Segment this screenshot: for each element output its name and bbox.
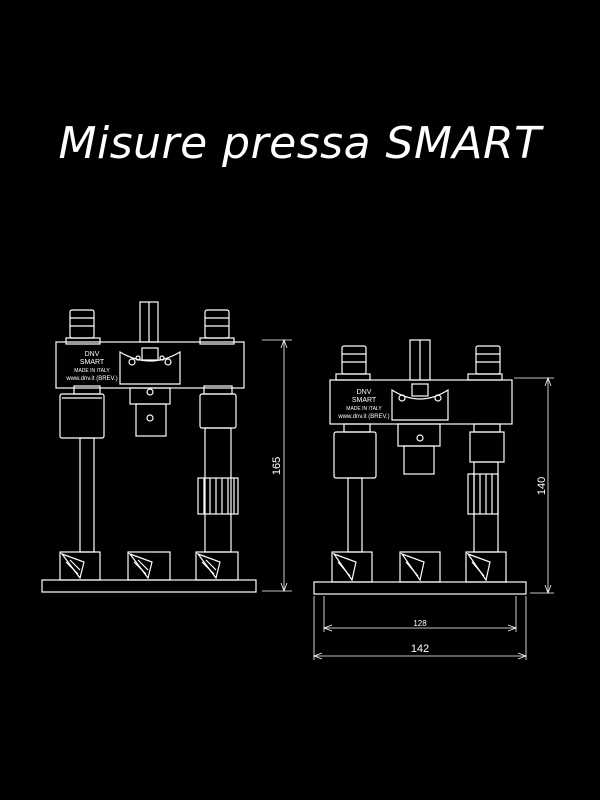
right-right-column — [467, 423, 505, 553]
right-press: DNV SMART MADE IN ITALY www.dnv.it (BREV… — [312, 339, 554, 660]
right-knobs — [335, 339, 503, 381]
right-origin-label: MADE IN ITALY — [346, 406, 382, 412]
right-base-plate — [313, 581, 527, 595]
left-brand-label: DNV — [85, 351, 100, 358]
right-site-label: www.dnv.it (BREV.) — [337, 414, 389, 420]
left-right-column — [197, 385, 239, 553]
right-inner-width-value: 128 — [413, 619, 427, 628]
right-piston — [397, 423, 441, 475]
left-base-plate — [41, 579, 257, 593]
left-model-label: SMART — [80, 359, 105, 366]
right-feet — [331, 551, 507, 583]
left-height-dimension — [262, 338, 292, 593]
right-height-dimension — [514, 376, 554, 595]
left-site-label: www.dnv.it (BREV.) — [65, 376, 117, 382]
left-knobs — [65, 301, 235, 345]
left-origin-label: MADE IN ITALY — [74, 368, 110, 374]
left-height-value: 165 — [271, 457, 283, 475]
right-outer-width-value: 142 — [411, 643, 429, 655]
right-left-column — [333, 423, 377, 553]
page-title: Misure pressa SMART — [58, 118, 542, 169]
right-height-value: 140 — [536, 477, 548, 495]
left-press: DNV SMART MADE IN ITALY www.dnv.it (BREV… — [41, 301, 292, 593]
right-brand-label: DNV — [357, 389, 372, 396]
right-model-label: SMART — [352, 397, 377, 404]
right-inner-width-dimension — [322, 596, 518, 632]
right-outer-width-dimension — [312, 596, 528, 660]
left-feet — [59, 551, 239, 581]
left-piston — [129, 387, 171, 437]
left-left-column — [59, 385, 105, 553]
